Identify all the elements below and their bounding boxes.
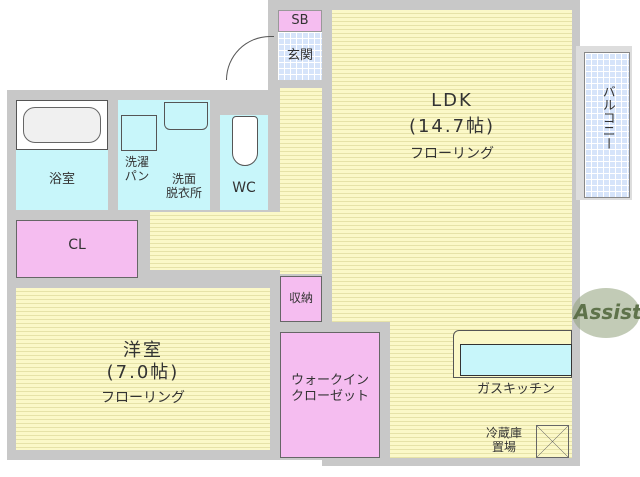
storage-label: 収納 (288, 291, 313, 305)
washroom-label: 洗面 脱衣所 (165, 172, 202, 201)
balcony-label: バルコニー (599, 85, 615, 150)
ldk-floor-label: フローリング (410, 146, 494, 162)
ldk-label: LDK (431, 90, 473, 111)
walkin-closet: ウォークイン クローゼット (280, 332, 380, 458)
fridge-label: 冷蔵庫 置場 (485, 426, 522, 455)
sb-room: SB (278, 10, 322, 32)
laundry-pan (121, 115, 157, 151)
genkan-label: 玄関 (286, 48, 313, 63)
bathtub (16, 100, 108, 150)
entrance-door[interactable] (226, 36, 274, 80)
western-size: (7.0帖) (106, 362, 180, 383)
balcony: バルコニー (584, 52, 630, 198)
bath-label: 浴室 (48, 172, 75, 187)
ldk-floor (332, 10, 572, 322)
wash-basin (164, 102, 208, 130)
laundry-label: 洗濯 パン (124, 155, 150, 184)
genkan: 玄関 (278, 32, 322, 80)
closet: CL (16, 220, 138, 278)
western-label: 洋室 (123, 340, 163, 361)
watermark-text: Assist (574, 300, 640, 324)
kitchen-label: ガスキッチン (476, 382, 555, 397)
closet-label: CL (68, 237, 86, 253)
sb-label: SB (291, 13, 309, 28)
watermark-logo (572, 288, 640, 338)
kitchen-sink (460, 344, 572, 376)
western-floor-label: フローリング (101, 390, 185, 406)
toilet (232, 116, 258, 166)
ldk-size: (14.7帖) (408, 116, 496, 137)
storage: 収納 (280, 276, 322, 322)
western-room (16, 288, 270, 450)
walkin-label: ウォークイン クローゼット (290, 373, 369, 404)
wc-label: WC (232, 180, 256, 196)
hallway (150, 212, 322, 270)
fridge-space (536, 425, 569, 458)
